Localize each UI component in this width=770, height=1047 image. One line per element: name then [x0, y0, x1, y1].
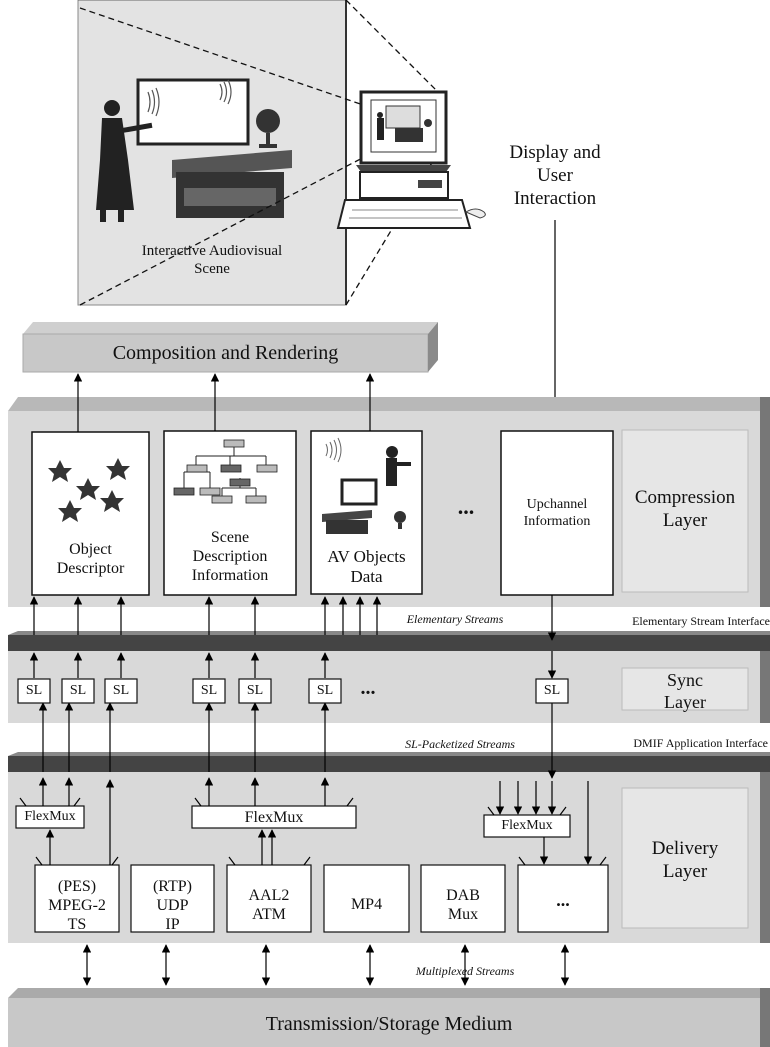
- sync-layer-label: Sync Layer: [622, 670, 748, 713]
- flexmux-label: FlexMux: [192, 808, 356, 827]
- desk-illustration: [172, 150, 292, 218]
- elementary-streams-label: Elementary Streams: [390, 612, 520, 626]
- sl-label: SL: [536, 683, 568, 700]
- transmission-storage-label: Transmission/Storage Medium: [8, 1012, 770, 1036]
- upchannel-label: Upchannel Information: [501, 497, 613, 531]
- flexmux-label: FlexMux: [484, 818, 570, 835]
- compression-ellipsis: ...: [446, 494, 486, 520]
- dmif-application-interface-label: DMIF Application Interface: [570, 736, 768, 750]
- delivery-label-mpeg2: (PES) MPEG-2 TS: [35, 877, 119, 935]
- av-objects-label: AV Objects Data: [311, 547, 422, 588]
- compression-layer-label: Compression Layer: [622, 487, 748, 533]
- dmif-application-interface-bar: [8, 752, 770, 772]
- sl-label: SL: [62, 683, 94, 700]
- elementary-stream-interface-label: Elementary Stream Interface: [560, 614, 770, 628]
- whiteboard-illustration: [138, 80, 248, 144]
- sl-label: SL: [105, 683, 137, 700]
- delivery-label-mp4: MP4: [324, 895, 409, 914]
- delivery-label-dab: DAB Mux: [421, 886, 505, 924]
- flexmux-label: FlexMux: [16, 809, 84, 826]
- sl-packetized-streams-label: SL-Packetized Streams: [380, 737, 540, 751]
- delivery-label-other: ...: [518, 890, 608, 912]
- computer-illustration: [338, 92, 485, 228]
- delivery-label-atm: AAL2 ATM: [227, 886, 311, 924]
- scene-caption: Interactive Audiovisual Scene: [92, 242, 332, 278]
- composition-rendering-label: Composition and Rendering: [23, 341, 428, 365]
- sl-label: SL: [309, 683, 341, 700]
- sl-label: SL: [193, 683, 225, 700]
- sl-label: SL: [239, 683, 271, 700]
- scene-description-label: Scene Description Information: [164, 528, 296, 586]
- delivery-label-udp: (RTP) UDP IP: [131, 877, 214, 935]
- multiplexed-streams-label: Multiplexed Streams: [390, 964, 540, 978]
- delivery-layer-label: Delivery Layer: [622, 838, 748, 884]
- sl-label: SL: [18, 683, 50, 700]
- elementary-stream-interface-bar: [8, 631, 770, 651]
- sync-ellipsis: ...: [348, 676, 388, 700]
- display-interaction-label: Display and User Interaction: [490, 142, 620, 210]
- object-descriptor-label: Object Descriptor: [32, 540, 149, 578]
